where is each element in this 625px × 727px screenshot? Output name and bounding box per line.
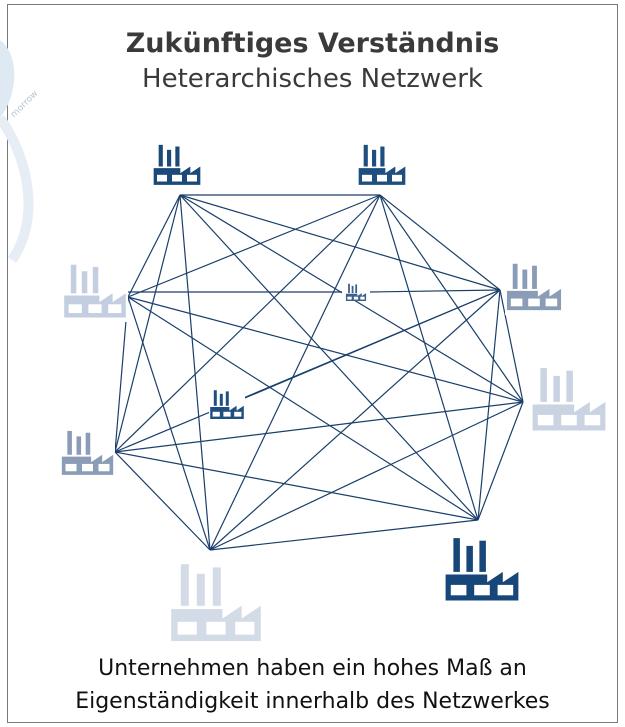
diagram-title: Zukünftiges Verständnis xyxy=(125,28,500,59)
diagram-subtitle: Heterarchisches Netzwerk xyxy=(142,64,483,94)
factory-node-right-middle xyxy=(530,356,608,440)
factory-node-top-left xyxy=(152,139,202,191)
network-edges xyxy=(114,194,524,551)
caption-line-1: Unternehmen haben ein hohes Maß an xyxy=(98,656,527,681)
factory-node-left-upper xyxy=(62,258,128,322)
factory-node-left-lower xyxy=(60,424,115,480)
factory-node-right-upper xyxy=(505,257,563,315)
caption-line-2: Eigenständigkeit innerhalb des Netzwerke… xyxy=(75,689,550,714)
factory-node-bottom-right xyxy=(443,527,521,609)
factory-node-inner-left xyxy=(209,385,245,423)
factory-node-bottom-left xyxy=(166,558,266,642)
factory-node-top-right xyxy=(357,139,407,191)
diagram-caption: Unternehmen haben ein hohes Maß an Eigen… xyxy=(0,652,625,718)
factory-node-center xyxy=(342,283,370,301)
